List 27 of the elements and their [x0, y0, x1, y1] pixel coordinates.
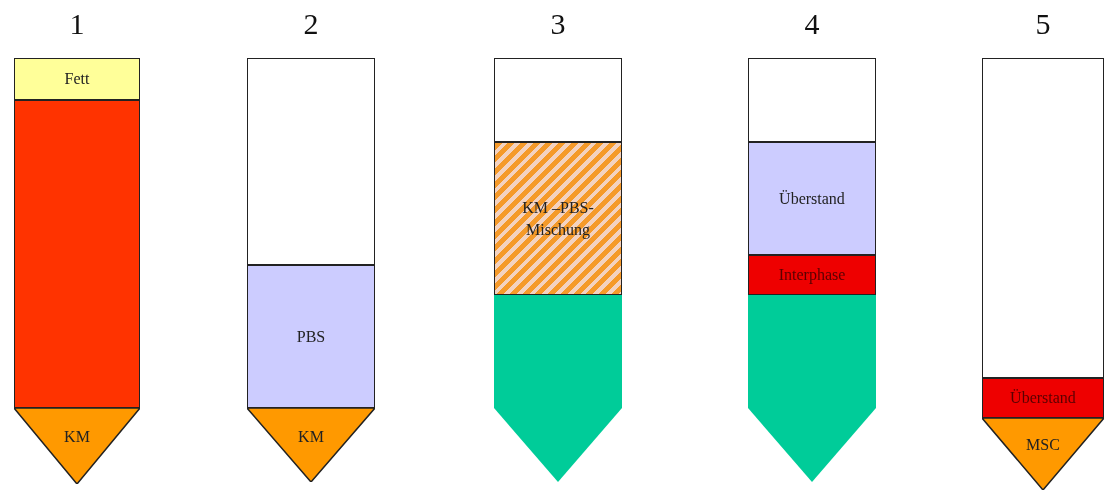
tube-tip: [982, 418, 1104, 490]
layer-label: KM: [297, 427, 325, 447]
fat-layer: [14, 58, 140, 100]
density-medium-layer: [748, 295, 876, 482]
interphase-layer: [748, 255, 876, 295]
mixture-layer: [494, 142, 622, 295]
layer-label: MSC: [1025, 435, 1061, 455]
tube-tip: [247, 408, 375, 482]
density-medium-layer: [494, 295, 622, 482]
buffer-layer: [247, 265, 375, 408]
tube-tip: [14, 408, 140, 484]
supernatant-layer: [748, 142, 876, 255]
layer-label: KM: [63, 427, 91, 447]
tube-number: 3: [550, 6, 566, 42]
empty-tube-section: [494, 58, 622, 142]
tube-number: 1: [69, 6, 85, 42]
layer-label: PBS: [295, 326, 327, 347]
tube-number: 4: [804, 6, 820, 42]
layer-label: Überstand: [778, 188, 846, 209]
empty-tube-section: [748, 58, 876, 142]
tube-number: 5: [1035, 6, 1051, 42]
layer-label: Fett: [63, 69, 91, 89]
layer-label: Überstand: [1009, 388, 1077, 408]
blood-layer: [14, 100, 140, 408]
tube-number: 2: [303, 6, 319, 42]
supernatant-layer: [982, 378, 1104, 418]
layer-label: Interphase: [777, 265, 847, 286]
